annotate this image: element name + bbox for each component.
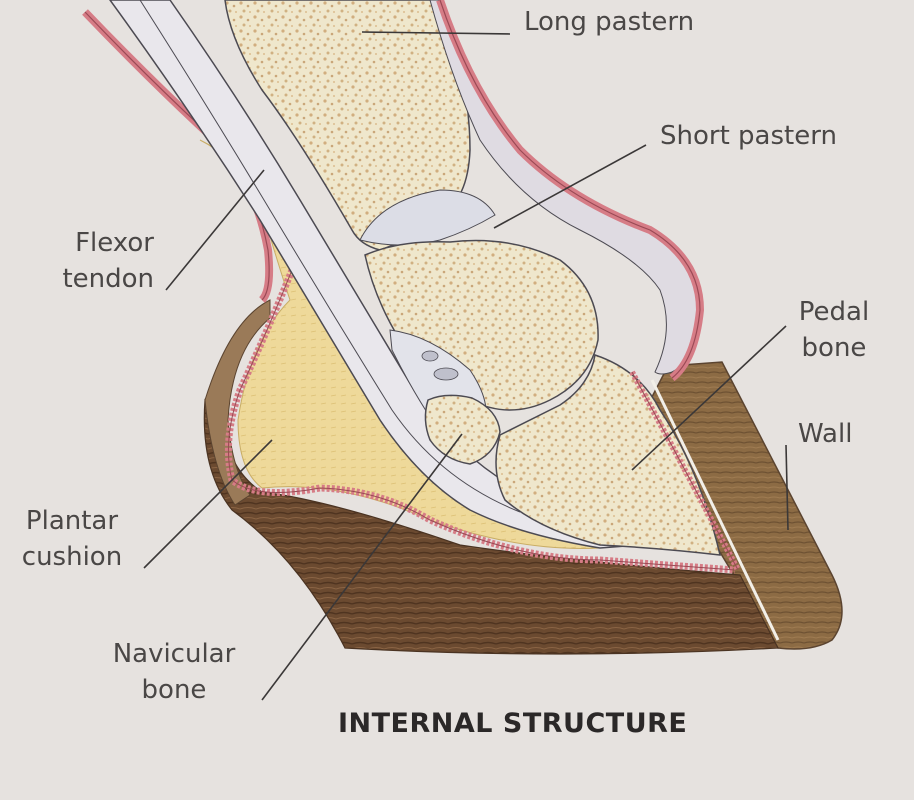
label-flexor-tendon-line1: Flexor — [75, 228, 154, 258]
label-plantar-cushion: Plantar cushion — [4, 503, 140, 575]
label-plantar-cushion-line1: Plantar — [25, 506, 119, 536]
label-navicular-bone: Navicular bone — [92, 636, 256, 708]
pointer-short-pastern — [493, 144, 647, 229]
pointer-flexor-tendon — [165, 169, 265, 291]
pointer-navicular-bone — [261, 433, 463, 701]
hoof-wall — [639, 361, 843, 650]
label-navicular-bone-line2: bone — [141, 675, 207, 705]
heel-horn — [204, 299, 271, 506]
white-line — [650, 379, 780, 641]
navicular-bone-shape — [424, 394, 501, 465]
pointer-long-pastern — [361, 31, 511, 35]
pointer-plantar-cushion — [143, 439, 273, 569]
label-pedal-bone-line1: Pedal — [798, 297, 870, 327]
hoof-sole — [203, 398, 779, 655]
label-pedal-bone-line2: bone — [801, 333, 867, 363]
label-pedal-bone: Pedal bone — [788, 294, 880, 366]
label-long-pastern: Long pastern — [524, 7, 695, 37]
pointer-wall — [785, 444, 789, 531]
pedal-bone-shape — [495, 354, 721, 556]
label-short-pastern: Short pastern — [660, 121, 837, 151]
label-wall: Wall — [798, 419, 853, 449]
pointer-pedal-bone — [631, 325, 787, 471]
diagram-caption: INTERNAL STRUCTURE — [338, 708, 688, 739]
label-plantar-cushion-line2: cushion — [21, 542, 123, 572]
label-flexor-tendon-line2: tendon — [62, 264, 154, 294]
label-navicular-bone-line1: Navicular — [112, 639, 236, 669]
label-flexor-tendon: Flexor tendon — [30, 225, 154, 297]
